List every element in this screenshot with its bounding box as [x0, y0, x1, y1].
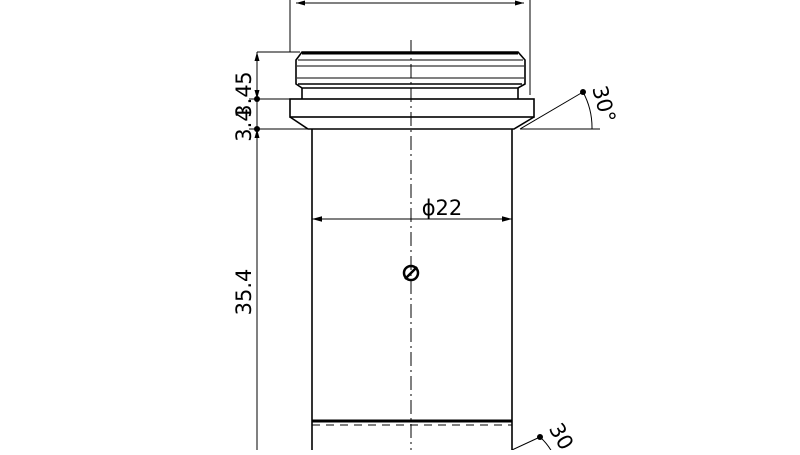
flange [289, 88, 535, 130]
dim-top-height: 5 [232, 71, 256, 84]
angle-label-bottom: 30 [544, 419, 578, 450]
top-width-dimension [289, 0, 531, 95]
dim-body-height: 35.4 [232, 269, 256, 316]
chamfer-angle-top: 30° [519, 83, 620, 130]
angle-label-top: 30° [587, 83, 620, 125]
diameter-label: ϕ22 [422, 196, 463, 220]
dim-flange-lower: 3.4 [232, 108, 256, 141]
main-body [311, 129, 513, 450]
chamfer-angle-bottom: 30 [511, 419, 578, 454]
vertical-dimension-chain: 5 3.4 3.4 35.4 [232, 51, 310, 450]
dim-flange-upper: 3.4 [232, 84, 256, 117]
hole-symbol [402, 264, 420, 282]
diameter-dimension: ϕ22 [312, 196, 512, 222]
